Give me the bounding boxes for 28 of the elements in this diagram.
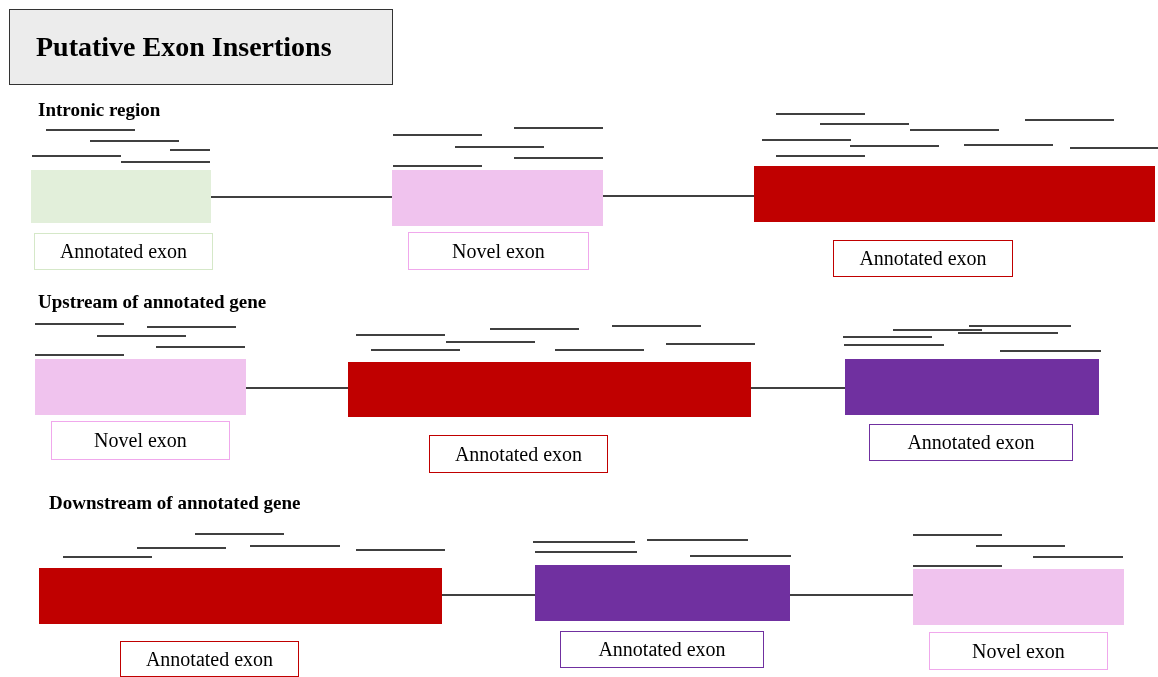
exon-bar xyxy=(348,362,751,417)
exon-label: Novel exon xyxy=(51,421,230,460)
exon-label: Annotated exon xyxy=(833,240,1013,277)
exon-label: Annotated exon xyxy=(34,233,213,270)
exon-bar xyxy=(39,568,442,624)
section-heading: Upstream of annotated gene xyxy=(38,291,267,313)
exon-label: Annotated exon xyxy=(560,631,764,668)
exon-bar xyxy=(754,166,1155,222)
section-heading: Downstream of annotated gene xyxy=(49,492,301,514)
intron-line xyxy=(245,387,349,389)
title: Putative Exon Insertions xyxy=(9,9,393,85)
exon-label: Novel exon xyxy=(408,232,589,270)
exon-bar xyxy=(845,359,1099,415)
exon-label: Annotated exon xyxy=(869,424,1073,461)
exon-bar xyxy=(35,359,246,415)
intron-line xyxy=(789,594,914,596)
exon-bar xyxy=(535,565,790,621)
exon-bar xyxy=(31,170,211,223)
intron-line xyxy=(602,195,755,197)
intron-line xyxy=(210,196,393,198)
exon-bar xyxy=(913,569,1124,625)
exon-label: Novel exon xyxy=(929,632,1108,670)
exon-label: Annotated exon xyxy=(120,641,299,677)
intron-line xyxy=(441,594,536,596)
exon-label: Annotated exon xyxy=(429,435,608,473)
intron-line xyxy=(750,387,846,389)
exon-bar xyxy=(392,170,603,226)
section-heading: Intronic region xyxy=(38,99,161,121)
